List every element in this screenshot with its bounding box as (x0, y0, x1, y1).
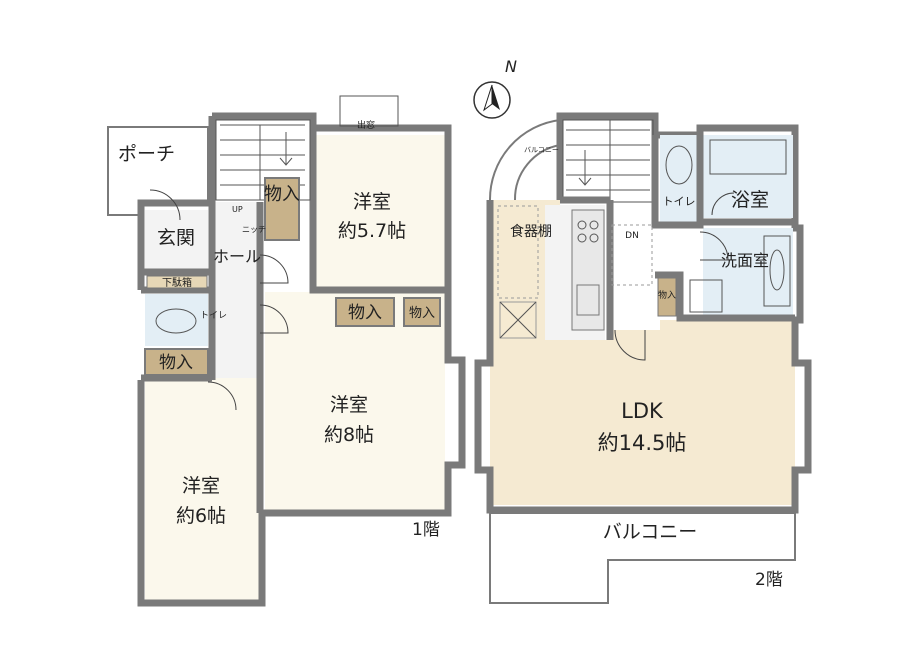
curved-balcony-outer (488, 119, 561, 201)
hall-label: ホール (213, 247, 261, 266)
closet-d-label: 物入 (159, 353, 193, 373)
floor1-label: 1階 (412, 520, 440, 540)
room2-floor (265, 292, 445, 510)
door-bath (711, 192, 735, 216)
pantry (497, 205, 539, 299)
ldk-floor (490, 200, 795, 505)
dn-label: DN (625, 231, 639, 241)
entrance-label: 玄関 (157, 227, 195, 249)
stove-burner (577, 233, 587, 243)
toilet1-label: トイレ (200, 311, 227, 321)
curved-balcony-inner (513, 144, 561, 201)
floor-1: ポーチ 物入 物入 物入 物入 玄関 下駄箱 (107, 95, 466, 607)
hall-floor (214, 202, 260, 382)
toilet2-floor (660, 135, 698, 225)
pantry-label: 食器棚 (510, 223, 552, 240)
closet-a-label: 物入 (264, 184, 300, 205)
compass-n-label: N (505, 57, 517, 76)
floor2-label: 2階 (755, 570, 783, 590)
curved-balcony-label: バルコニー (524, 146, 559, 154)
dn-area (611, 224, 653, 286)
wet-area-walls (651, 135, 798, 322)
toilet2-fixture (665, 145, 693, 185)
closet-a (264, 177, 300, 241)
door-room3 (207, 381, 237, 411)
wash-basin (763, 235, 791, 307)
room1-name: 洋室 (353, 191, 391, 213)
door-room2 (259, 304, 289, 334)
door-entrance (149, 189, 181, 221)
room3-floor (145, 378, 261, 600)
fridge-space (499, 301, 537, 339)
porch-label: ポーチ (118, 143, 175, 165)
up-label: UP (232, 205, 243, 214)
toilet2-label: トイレ (663, 195, 696, 208)
closet2-label: 物入 (658, 289, 676, 301)
toilet1-fixture (155, 308, 197, 334)
bath-label: 浴室 (731, 189, 769, 211)
bathtub (709, 139, 787, 175)
stove-burner (589, 220, 599, 230)
stair-wall (560, 196, 614, 340)
room2-size: 約8帖 (324, 424, 374, 446)
ldk-label: LDK (621, 399, 664, 423)
room3-name: 洋室 (182, 475, 220, 497)
stove-burner (589, 233, 599, 243)
room2-name: 洋室 (330, 394, 368, 416)
fridge-cross (499, 301, 537, 339)
kitchen-sink (576, 284, 600, 316)
door-room1 (259, 254, 289, 284)
washroom-floor (703, 228, 793, 316)
balcony-outline (489, 512, 796, 604)
ldk-size: 約14.5帖 (598, 431, 687, 455)
stairs-1 (215, 119, 311, 201)
stairs-2 (562, 119, 654, 203)
closet-b (335, 297, 395, 327)
closet-c (403, 297, 441, 327)
room1-floor (312, 135, 445, 290)
floor1-inner-wall (141, 128, 448, 513)
room1-size: 約5.7帖 (338, 220, 406, 242)
shoe-box-label: 下駄箱 (162, 276, 192, 289)
bay-window-label: 出窓 (357, 119, 375, 131)
bath-floor (703, 135, 793, 218)
washer-space (689, 279, 723, 313)
wash-basin-bowl (769, 249, 785, 291)
balcony-label: バルコニー (603, 521, 698, 543)
entrance-floor (145, 210, 208, 272)
closet-c-label: 物入 (409, 306, 435, 321)
door-ldk (614, 329, 646, 361)
room3-size: 約6帖 (176, 505, 226, 527)
shoe-box (146, 275, 208, 289)
bay-window (339, 95, 399, 127)
compass: N (473, 57, 517, 119)
floor1-outer-wall (137, 112, 466, 607)
floor-2: N バルコニー 食器棚 (473, 57, 812, 604)
niche-label: ニッチ (242, 225, 266, 234)
closet-d (144, 348, 209, 376)
stove-burner (577, 220, 587, 230)
door-washroom (699, 231, 729, 261)
closet-b-label: 物入 (348, 303, 382, 323)
washroom-label: 洗面室 (721, 251, 769, 270)
toilet1-floor (145, 294, 208, 346)
